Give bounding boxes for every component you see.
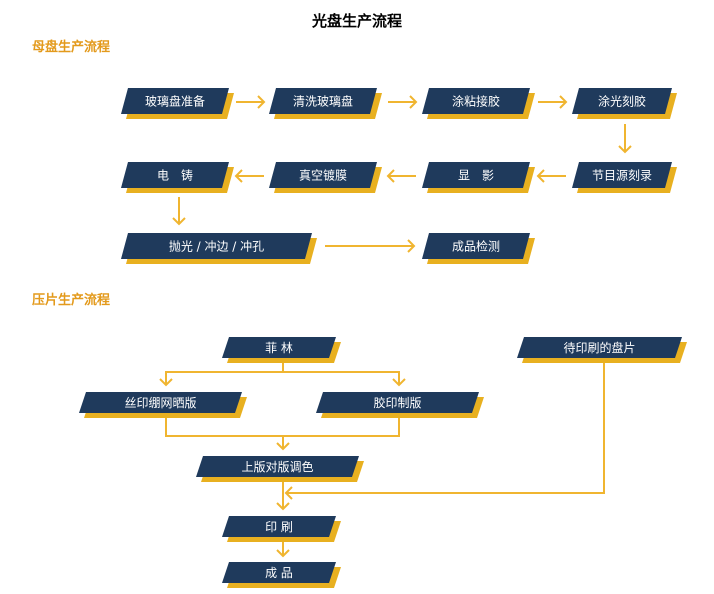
node-electroform: 电 铸 [121, 162, 234, 193]
node-recording-face [572, 162, 672, 188]
arrow-8-head [172, 217, 186, 226]
node-film-face [222, 337, 336, 358]
conn-disc-feed [286, 362, 605, 494]
arrow-6-head [386, 169, 395, 183]
node-clean-glass: 清洗玻璃盘 [269, 88, 382, 119]
node-develop-face [422, 162, 530, 188]
conn-screen-down [165, 418, 400, 437]
node-final-inspection-face [422, 233, 530, 259]
node-printing-face [222, 516, 336, 537]
conn-merge-down-head [276, 442, 290, 451]
node-recording-label: 节目源刻录 [592, 169, 652, 183]
node-electroform-label: 电 铸 [157, 168, 193, 183]
conn-film-right-head [392, 378, 406, 387]
node-plate-color-label: 上版对版调色 [241, 460, 313, 474]
node-polish-punch-label: 抛光 / 冲边 / 冲孔 [169, 239, 264, 254]
node-recording: 节目源刻录 [572, 162, 677, 193]
page-title: 光盘生产流程 [311, 12, 402, 30]
conn-film-right [283, 371, 400, 385]
node-adhesive-face [422, 88, 530, 114]
node-screen-plate: 丝印绷网晒版 [79, 392, 247, 418]
node-glass-prep-face [121, 88, 229, 114]
node-finished-label: 成 品 [265, 566, 293, 580]
node-finished-face [222, 562, 336, 583]
node-plate-color-face [196, 456, 359, 477]
section-heading-master: 母盘生产流程 [32, 40, 111, 55]
conn-print-down-head [276, 549, 290, 558]
node-photoresist-label: 涂光刻胶 [598, 94, 646, 109]
node-film-label: 菲 林 [265, 341, 293, 355]
node-screen-plate-face [79, 392, 242, 413]
node-disc-to-print: 待印刷的盘片 [517, 337, 687, 363]
node-polish-punch-face [121, 233, 312, 259]
node-final-inspection-label: 成品检测 [452, 239, 500, 254]
node-offset-plate: 胶印制版 [316, 392, 484, 418]
node-vacuum-coating-label: 真空镀膜 [299, 169, 347, 183]
section-heading-press: 压片生产流程 [32, 293, 111, 308]
node-adhesive: 涂粘接胶 [422, 88, 535, 119]
node-polish-punch: 抛光 / 冲边 / 冲孔 [121, 233, 317, 264]
arrow-2-head [409, 95, 418, 109]
arrow-5-head [536, 169, 545, 183]
arrow-1-head [257, 95, 266, 109]
node-clean-glass-face [269, 88, 377, 114]
node-printing-label: 印 刷 [265, 520, 293, 534]
node-screen-plate-label: 丝印绷网晒版 [124, 395, 196, 410]
arrow-3-head [559, 95, 568, 109]
node-develop-label: 显 影 [458, 169, 494, 183]
node-photoresist: 涂光刻胶 [572, 88, 677, 119]
node-photoresist-face [572, 88, 672, 114]
node-electroform-face [121, 162, 229, 188]
node-vacuum-coating-face [269, 162, 377, 188]
node-adhesive-label: 涂粘接胶 [452, 94, 500, 109]
arrow-4-head [618, 145, 632, 154]
node-vacuum-coating: 真空镀膜 [269, 162, 382, 193]
conn-disc-feed-head [284, 486, 293, 500]
conn-film-left-head [159, 378, 173, 387]
node-disc-to-print-label: 待印刷的盘片 [563, 340, 635, 355]
arrow-9-head [407, 239, 416, 253]
conn-color-down-head [276, 502, 290, 511]
node-final-inspection: 成品检测 [422, 233, 535, 264]
node-printing: 印 刷 [222, 516, 341, 542]
node-film: 菲 林 [222, 337, 341, 363]
node-glass-prep: 玻璃盘准备 [121, 88, 234, 119]
node-offset-plate-label: 胶印制版 [373, 395, 421, 410]
arrow-7-head [234, 169, 243, 183]
node-develop: 显 影 [422, 162, 535, 193]
node-offset-plate-face [316, 392, 479, 413]
conn-film-down [165, 363, 284, 385]
node-disc-to-print-face [517, 337, 682, 358]
node-clean-glass-label: 清洗玻璃盘 [293, 94, 353, 109]
node-glass-prep-label: 玻璃盘准备 [145, 94, 205, 109]
node-plate-color: 上版对版调色 [196, 456, 364, 482]
node-finished: 成 品 [222, 562, 341, 588]
